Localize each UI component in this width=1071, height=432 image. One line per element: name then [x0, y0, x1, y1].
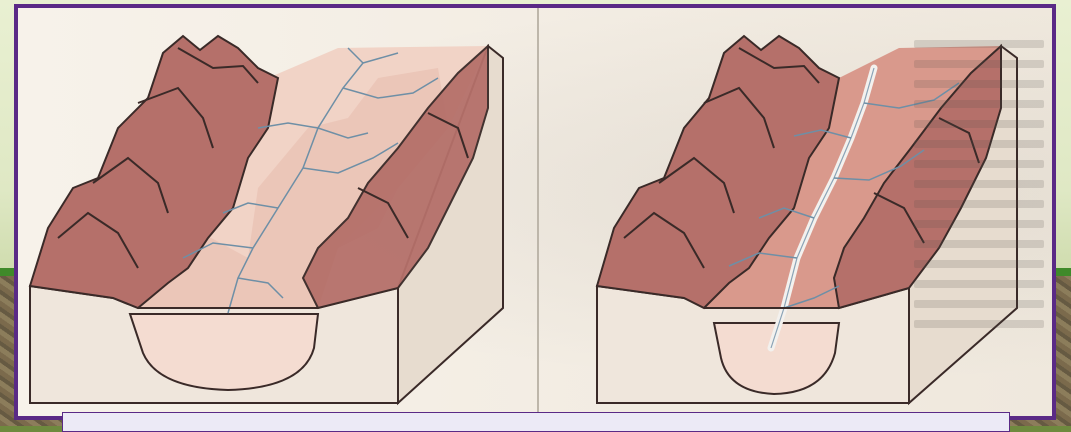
background-page-text: [914, 28, 1044, 340]
block-diagram-later-stage: [539, 8, 1052, 416]
diagram-photo-frame: [14, 4, 1056, 420]
caption-box: [62, 412, 1010, 432]
block-diagram-early-stage: [18, 8, 538, 416]
early-stage-drawing: [18, 8, 538, 416]
